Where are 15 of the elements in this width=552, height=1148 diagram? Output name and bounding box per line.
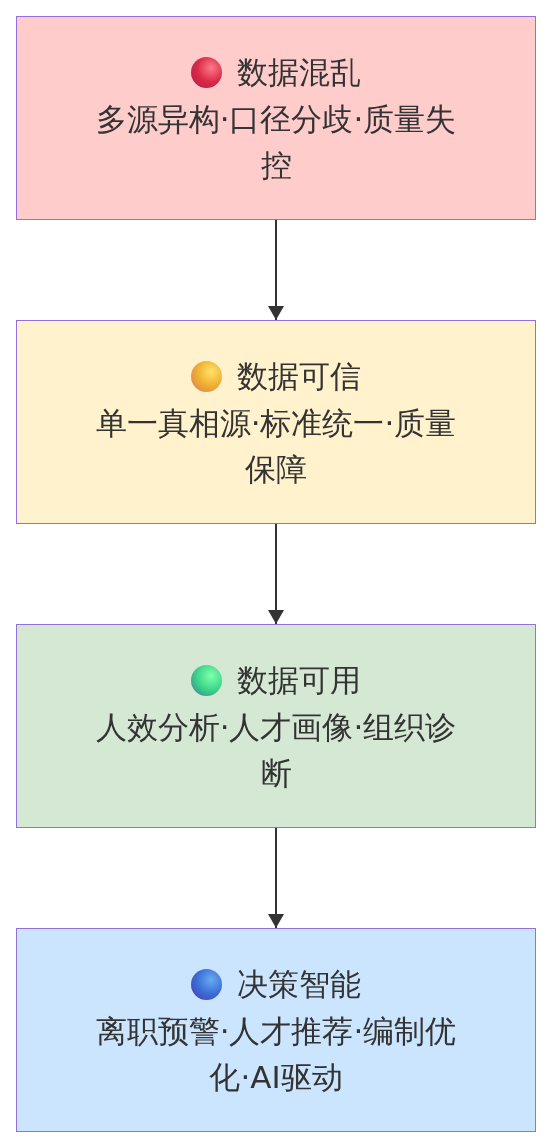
stage-title: 数据混乱 bbox=[237, 53, 361, 92]
stage-description: 多源异构·口径分歧·质量失控 bbox=[94, 100, 458, 185]
stage-title: 决策智能 bbox=[237, 965, 361, 1004]
stage-description: 单一真相源·标准统一·质量保障 bbox=[94, 404, 458, 489]
arrow bbox=[268, 827, 284, 929]
arrow bbox=[268, 219, 284, 321]
stage-title: 数据可用 bbox=[237, 661, 361, 700]
stage-box bbox=[16, 928, 536, 1132]
arrow bbox=[268, 523, 284, 625]
stage-box bbox=[16, 16, 536, 220]
stage-box bbox=[16, 320, 536, 524]
stage-box bbox=[16, 624, 536, 828]
stage-description: 离职预警·人才推荐·编制优化·AI驱动 bbox=[94, 1012, 458, 1097]
stage-title: 数据可信 bbox=[237, 357, 361, 396]
stage-description: 人效分析·人才画像·组织诊断 bbox=[94, 708, 458, 793]
